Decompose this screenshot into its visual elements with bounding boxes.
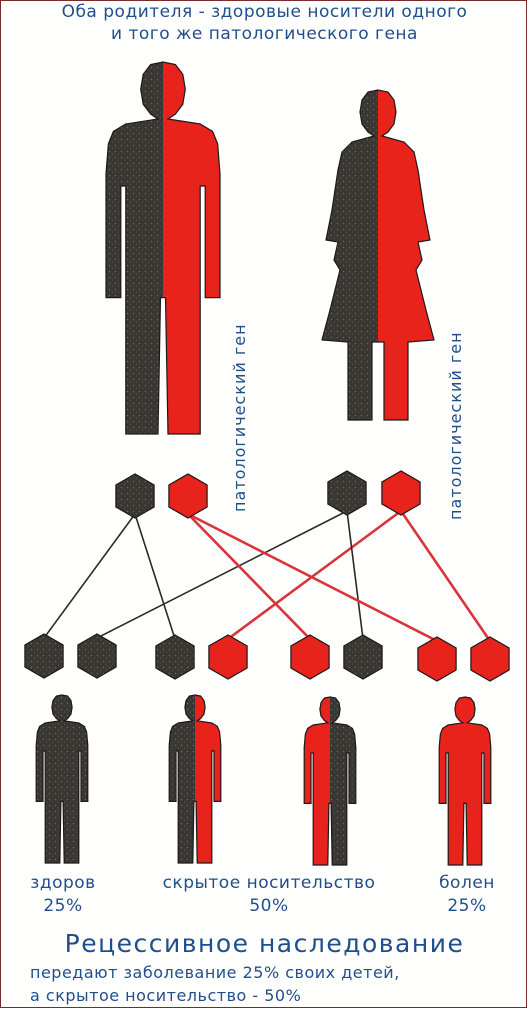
child-status-carrier: скрытое носительство [162,873,376,893]
gene-label-right: патологический ген [446,331,465,520]
child-percent-sick: 25% [447,896,487,916]
inheritance-link-4 [227,509,402,641]
child-status-healthy: здоров [30,873,96,893]
mother-gene-normal [327,470,367,516]
child3-gene-b [343,634,383,680]
child1-gene-a [24,633,64,679]
father-gene-pathologic [168,473,208,519]
father-gene-normal [115,473,155,519]
inheritance-link-6 [346,510,364,640]
mother-figure-outline [321,89,435,421]
child4-gene-a [417,636,457,682]
child2-gene-b [208,634,248,680]
inheritance-link-8 [399,510,492,642]
father-figure-outline [105,61,221,435]
title-line-1: Оба родителя - здоровые носители одного [61,2,468,22]
child-sick-figure-outline [438,696,492,866]
mother-gene-pathologic [381,470,421,516]
note-line-1: передают заболевание 25% своих детей, [30,963,400,982]
child-healthy-figure-outline [35,694,89,864]
child3-gene-a [290,634,330,680]
note-line-2: а скрытое носительство - 50% [30,986,302,1005]
child-carrier-1-figure-outline [168,694,222,864]
child-percent-carrier: 50% [249,896,289,916]
child4-gene-b [470,636,510,682]
child-carrier-2-figure-outline [303,696,357,866]
child-percent-healthy: 25% [43,896,83,916]
child1-gene-b [77,633,117,679]
child-status-sick: болен [439,873,495,893]
inheritance-link-2 [96,510,348,639]
inheritance-link-7 [187,512,438,643]
inheritance-link-5 [187,513,311,640]
inheritance-link-3 [134,513,176,640]
gene-label-left: патологический ген [230,323,249,512]
diagram-heading: Рецессивное наследование [64,929,465,958]
inheritance-link-1 [43,513,136,639]
title-line-2: и того же патологического гена [111,24,418,44]
child2-gene-a [155,634,195,680]
